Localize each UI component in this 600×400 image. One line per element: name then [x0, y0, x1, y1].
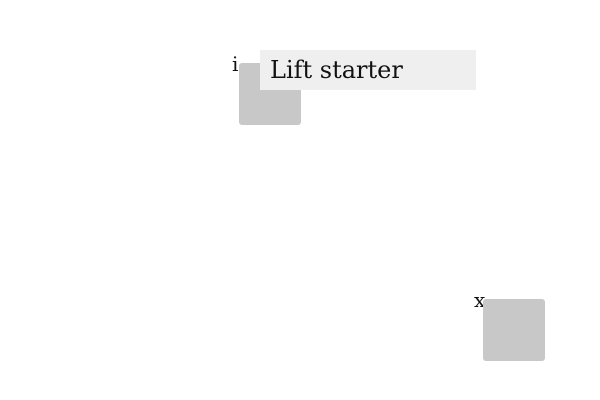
lift-starter-tooltip: Lift starter	[260, 50, 476, 90]
x-letter-label: x	[474, 288, 486, 312]
i-letter-label: i	[232, 52, 239, 76]
x-gray-square[interactable]	[483, 299, 545, 361]
